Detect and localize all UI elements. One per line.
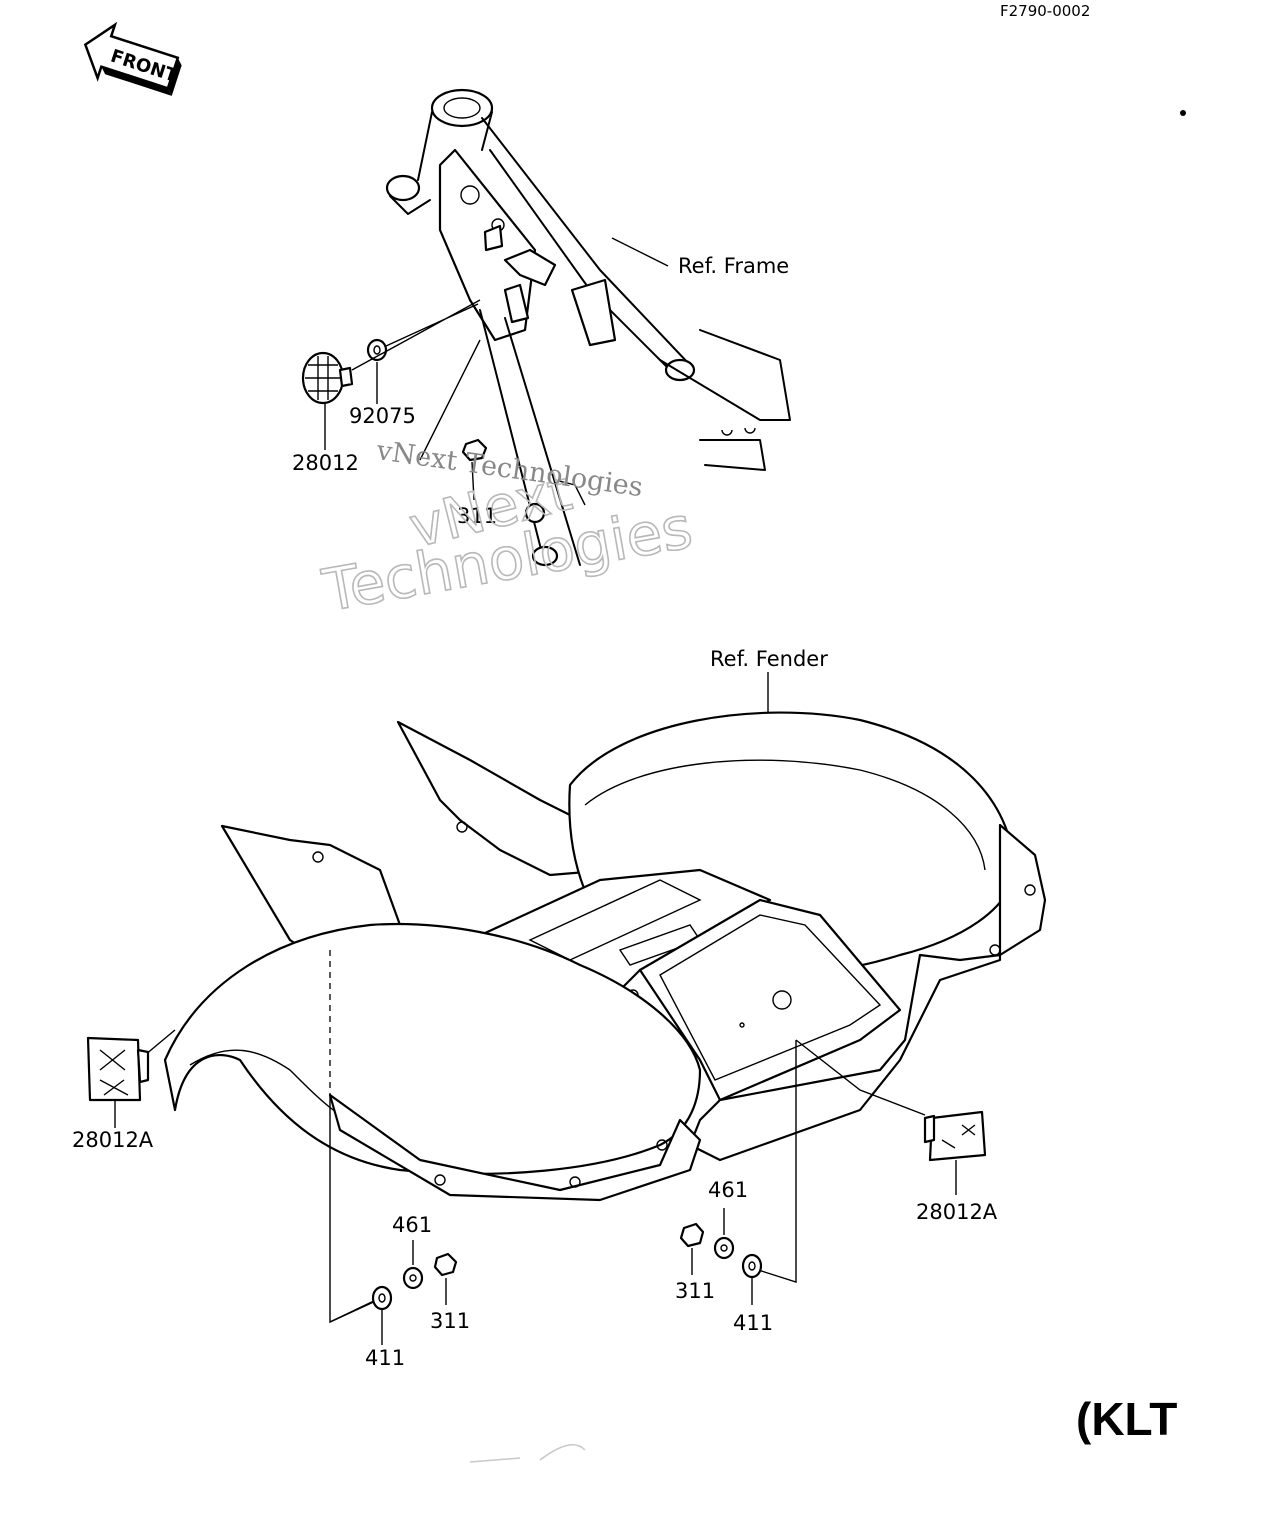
nut-311-left <box>433 1252 458 1277</box>
leaders-left-hardware <box>381 1240 447 1345</box>
callout-92075: 92075 <box>349 404 416 428</box>
washer-411-right <box>741 1253 763 1279</box>
washer-411-left <box>371 1285 393 1311</box>
pipe-end <box>524 502 546 524</box>
callout-28012: 28012 <box>292 451 359 475</box>
callout-461-right: 461 <box>708 1178 748 1202</box>
dot-mark <box>1180 110 1186 116</box>
fender-drawing <box>144 672 1047 1324</box>
callout-411-right: 411 <box>733 1311 773 1335</box>
washer-461-right <box>713 1236 735 1260</box>
reflector-28012 <box>301 351 354 405</box>
callout-28012a-left: 28012A <box>72 1128 154 1152</box>
callout-461-left: 461 <box>392 1213 432 1237</box>
diagram-code: F2790-0002 <box>1000 2 1090 20</box>
ref-frame-label: Ref. Frame <box>678 254 789 278</box>
washer-461-left <box>402 1266 424 1290</box>
frame-drawing <box>385 88 791 567</box>
callout-311-left: 311 <box>430 1309 470 1333</box>
callout-311-right: 311 <box>675 1279 715 1303</box>
frame-tab <box>554 479 586 506</box>
nut-311-right <box>679 1222 705 1248</box>
reflector-28012a-left <box>86 1036 150 1102</box>
corner-text: (KLT <box>1076 1393 1177 1445</box>
leaders-right-hardware <box>691 1208 753 1305</box>
nut-311-upper <box>461 438 488 462</box>
callout-411-left: 411 <box>365 1346 405 1370</box>
leader-upper <box>351 299 481 371</box>
callout-311-upper: 311 <box>457 504 497 528</box>
front-arrow-icon: FRONT <box>83 21 182 96</box>
reflector-28012a-right <box>923 1110 987 1162</box>
washer-92075 <box>366 338 388 362</box>
leader-311-upper <box>419 339 481 501</box>
watermark-fragment <box>469 1444 586 1463</box>
ref-fender-label: Ref. Fender <box>710 647 828 671</box>
watermark: vNext Technologies vNext Technologies <box>317 435 698 626</box>
callout-28012a-right: 28012A <box>916 1200 998 1224</box>
